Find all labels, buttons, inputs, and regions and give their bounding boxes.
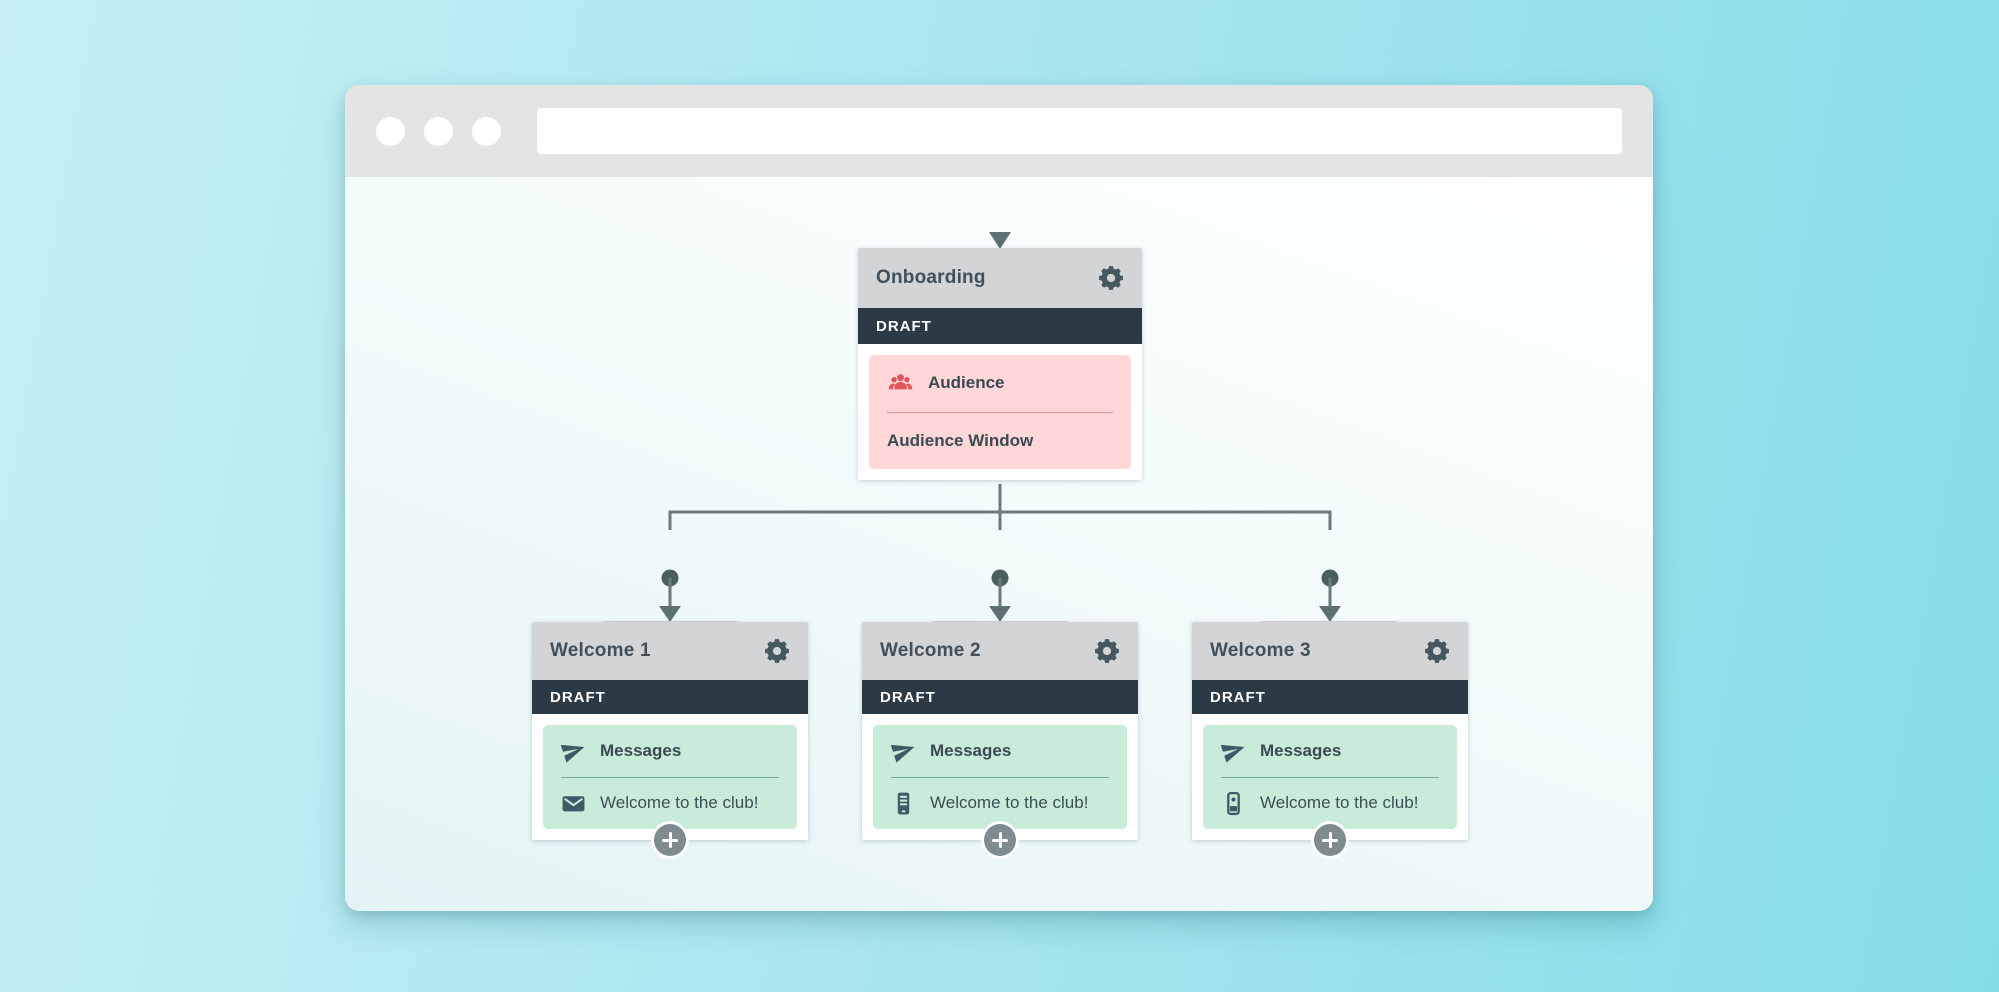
- panel-divider: [887, 411, 1113, 413]
- browser-window: Onboarding DRAFT: [345, 85, 1653, 911]
- workflow-node-welcome-2[interactable]: Welcome 2 DRAFT: [862, 622, 1138, 840]
- audience-panel[interactable]: Audience Audience Window: [869, 355, 1131, 469]
- paper-plane-icon: [1221, 738, 1246, 763]
- status-label: DRAFT: [880, 688, 936, 706]
- panel-heading: Messages: [1260, 740, 1342, 760]
- panel-divider: [891, 776, 1109, 778]
- status-label: DRAFT: [1210, 688, 1266, 706]
- messages-panel[interactable]: Messages: [873, 725, 1127, 829]
- status-badge: DRAFT: [862, 680, 1138, 714]
- node-title: Welcome 1: [550, 640, 651, 661]
- gear-icon[interactable]: [1094, 638, 1120, 664]
- status-badge: DRAFT: [532, 680, 808, 714]
- panel-heading: Messages: [600, 740, 682, 760]
- node-title: Onboarding: [876, 267, 986, 288]
- gear-icon[interactable]: [1424, 638, 1450, 664]
- node-title: Welcome 2: [880, 640, 981, 661]
- push-notification-icon: [1221, 791, 1246, 816]
- gear-icon[interactable]: [764, 638, 790, 664]
- node-header: Welcome 1: [532, 622, 808, 680]
- paper-plane-icon: [891, 738, 916, 763]
- panel-divider: [1221, 776, 1439, 778]
- plus-icon[interactable]: [984, 824, 1016, 856]
- status-label: DRAFT: [550, 688, 606, 706]
- message-item[interactable]: Welcome to the club!: [600, 793, 759, 813]
- workflow-canvas: Onboarding DRAFT: [345, 177, 1653, 911]
- connector-lines: [659, 191, 1341, 622]
- messages-panel[interactable]: Messages Welcome to the club!: [543, 725, 797, 829]
- status-label: DRAFT: [876, 317, 932, 335]
- workflow-node-welcome-1[interactable]: Welcome 1 DRAFT: [532, 622, 808, 840]
- browser-titlebar: [345, 85, 1653, 177]
- gear-icon[interactable]: [1098, 265, 1124, 291]
- audience-window-item[interactable]: Audience Window: [887, 430, 1034, 450]
- window-control-dot[interactable]: [424, 116, 453, 146]
- status-badge: DRAFT: [1192, 680, 1468, 714]
- plus-icon[interactable]: [654, 824, 686, 856]
- node-header: Onboarding: [858, 248, 1142, 308]
- workflow-node-welcome-3[interactable]: Welcome 3 DRAFT: [1192, 622, 1468, 840]
- panel-heading: Messages: [930, 740, 1012, 760]
- audience-icon: [887, 370, 914, 397]
- email-icon: [561, 791, 586, 816]
- panel-divider: [561, 776, 779, 778]
- window-control-dot[interactable]: [472, 116, 501, 146]
- node-header: Welcome 3: [1192, 622, 1468, 680]
- messages-panel[interactable]: Messages Welcome to the club!: [1203, 725, 1457, 829]
- workflow-node-onboarding[interactable]: Onboarding DRAFT: [858, 248, 1142, 480]
- node-title: Welcome 3: [1210, 640, 1311, 661]
- plus-icon[interactable]: [1314, 824, 1346, 856]
- address-bar[interactable]: [537, 108, 1622, 154]
- message-item[interactable]: Welcome to the club!: [1260, 793, 1419, 813]
- status-badge: DRAFT: [858, 308, 1142, 344]
- window-control-dot[interactable]: [376, 116, 405, 146]
- panel-heading: Audience: [928, 373, 1005, 393]
- node-header: Welcome 2: [862, 622, 1138, 680]
- paper-plane-icon: [561, 738, 586, 763]
- message-item[interactable]: Welcome to the club!: [930, 793, 1089, 813]
- sms-phone-icon: [891, 791, 916, 816]
